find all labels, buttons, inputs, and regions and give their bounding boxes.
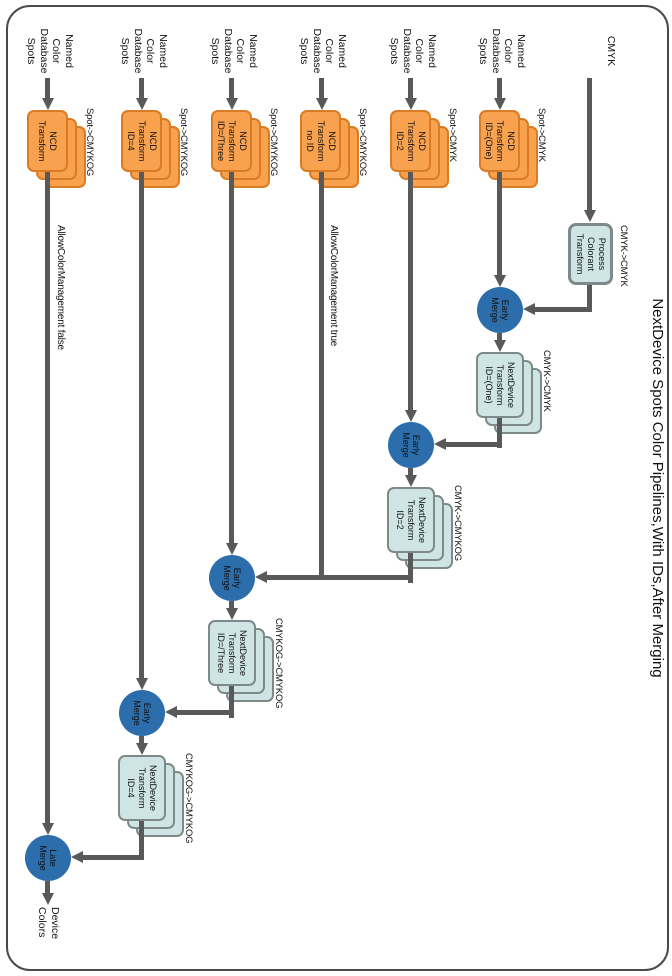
arrowhead xyxy=(494,98,506,110)
early-merge-node: Early Merge xyxy=(388,422,434,468)
arrowhead xyxy=(136,98,148,110)
flow-line xyxy=(446,442,502,447)
io-label: CMYK->CMYKOG xyxy=(452,485,463,561)
ncd-transform-stack: NCD Transform ID=4 xyxy=(121,110,180,188)
io-label: CMYKOG->CMYKOG xyxy=(183,753,194,844)
arrowhead xyxy=(226,543,238,555)
flow-line xyxy=(497,172,502,275)
ncd-transform-stack: NCD Transform xyxy=(27,110,86,188)
io-label: CMYK->CMYK xyxy=(618,225,629,287)
ncd-transform-card: NCD Transform no ID xyxy=(300,110,341,172)
bypass-label: AllowColorManagement true xyxy=(328,225,339,347)
ncd-transform-card: NCD Transform ID=(One) xyxy=(479,110,520,172)
arrowhead xyxy=(405,410,417,422)
flow-line xyxy=(319,172,324,580)
flow-line xyxy=(408,172,413,410)
io-label: Spot->CMYK xyxy=(447,108,458,162)
io-label: Spot->CMYK xyxy=(536,108,547,162)
early-merge-node: Early Merge xyxy=(209,555,255,601)
nextdevice-transform-card: NextDevice Transform ID=2 xyxy=(387,487,435,553)
arrowhead xyxy=(494,340,506,352)
io-label: CMYK->CMYK xyxy=(541,350,552,412)
arrowhead xyxy=(523,303,535,315)
flow-line xyxy=(83,855,144,860)
flow-line xyxy=(587,78,592,210)
io-label: Spot->CMYKOG xyxy=(178,108,189,177)
nextdevice-transform-stack: NextDevice Transform ID=2 xyxy=(387,487,453,569)
io-label: Spot->CMYKOG xyxy=(84,108,95,177)
bypass-label: AllowColorManagement false xyxy=(55,225,66,350)
arrowhead xyxy=(136,743,148,755)
source-label-ncd: Named Color Database Spots xyxy=(25,28,76,74)
ncd-transform-stack: NCD Transform ID=(One) xyxy=(479,110,538,188)
ncd-transform-card: NCD Transform xyxy=(27,110,68,172)
flow-line xyxy=(139,172,144,678)
output-label-device-colors: Device Colors xyxy=(36,907,62,940)
nextdevice-transform-stack: NextDevice Transform ID=(One) xyxy=(476,352,542,434)
arrowhead xyxy=(405,98,417,110)
flow-line xyxy=(177,710,234,715)
arrowhead xyxy=(42,98,54,110)
arrowhead xyxy=(316,98,328,110)
ncd-transform-card: NCD Transform ID=2 xyxy=(390,110,431,172)
io-label: Spot->CMYKOG xyxy=(268,108,279,177)
arrowhead xyxy=(434,438,446,450)
early-merge-node: Early Merge xyxy=(477,287,523,333)
process-colorant-transform-node: Process Colorant Transform xyxy=(568,223,613,285)
arrowhead xyxy=(584,210,596,222)
flow-line xyxy=(45,78,50,99)
early-merge-node: Early Merge xyxy=(119,690,165,736)
flow-line xyxy=(139,78,144,99)
arrowhead xyxy=(136,678,148,690)
flow-line xyxy=(408,78,413,99)
source-label-ncd: Named Color Database Spots xyxy=(477,28,528,74)
source-label-ncd: Named Color Database Spots xyxy=(119,28,170,74)
io-label: CMYKOG->CMYKOG xyxy=(273,618,284,709)
ncd-transform-stack: NCD Transform ID=2 xyxy=(390,110,449,188)
ncd-transform-card: NCD Transform ID=4 xyxy=(121,110,162,172)
arrowhead xyxy=(226,98,238,110)
arrowhead xyxy=(165,706,177,718)
nextdevice-transform-card: NextDevice Transform ID=4 xyxy=(118,755,166,821)
diagram-title: NextDevice Spots Color Pipelines,With ID… xyxy=(649,298,666,678)
source-label-cmyk: CMYK xyxy=(605,35,617,67)
nextdevice-transform-stack: NextDevice Transform ID=/Three xyxy=(208,620,274,702)
arrowhead xyxy=(405,475,417,487)
nextdevice-transform-stack: NextDevice Transform ID=4 xyxy=(118,755,184,837)
late-merge-node: Late Merge xyxy=(25,835,71,881)
flow-line xyxy=(267,575,413,580)
arrowhead xyxy=(42,823,54,835)
ncd-transform-stack: NCD Transform no ID xyxy=(300,110,359,188)
nextdevice-transform-card: NextDevice Transform ID=/Three xyxy=(208,620,256,686)
flow-line xyxy=(229,172,234,543)
arrowhead xyxy=(255,571,267,583)
arrowhead xyxy=(71,851,83,863)
io-label: Spot->CMYKOG xyxy=(357,108,368,177)
ncd-transform-card: NCD Transform ID=/Three xyxy=(211,110,252,172)
flow-line xyxy=(229,78,234,99)
source-label-ncd: Named Color Database Spots xyxy=(209,28,260,74)
source-label-ncd: Named Color Database Spots xyxy=(388,28,439,74)
flow-line xyxy=(497,78,502,99)
flow-line xyxy=(45,172,50,823)
flow-line xyxy=(535,307,592,312)
flow-line xyxy=(319,78,324,99)
ncd-transform-stack: NCD Transform ID=/Three xyxy=(211,110,270,188)
arrowhead xyxy=(226,608,238,620)
arrowhead xyxy=(42,893,54,905)
nextdevice-transform-card: NextDevice Transform ID=(One) xyxy=(476,352,524,418)
arrowhead xyxy=(494,275,506,287)
